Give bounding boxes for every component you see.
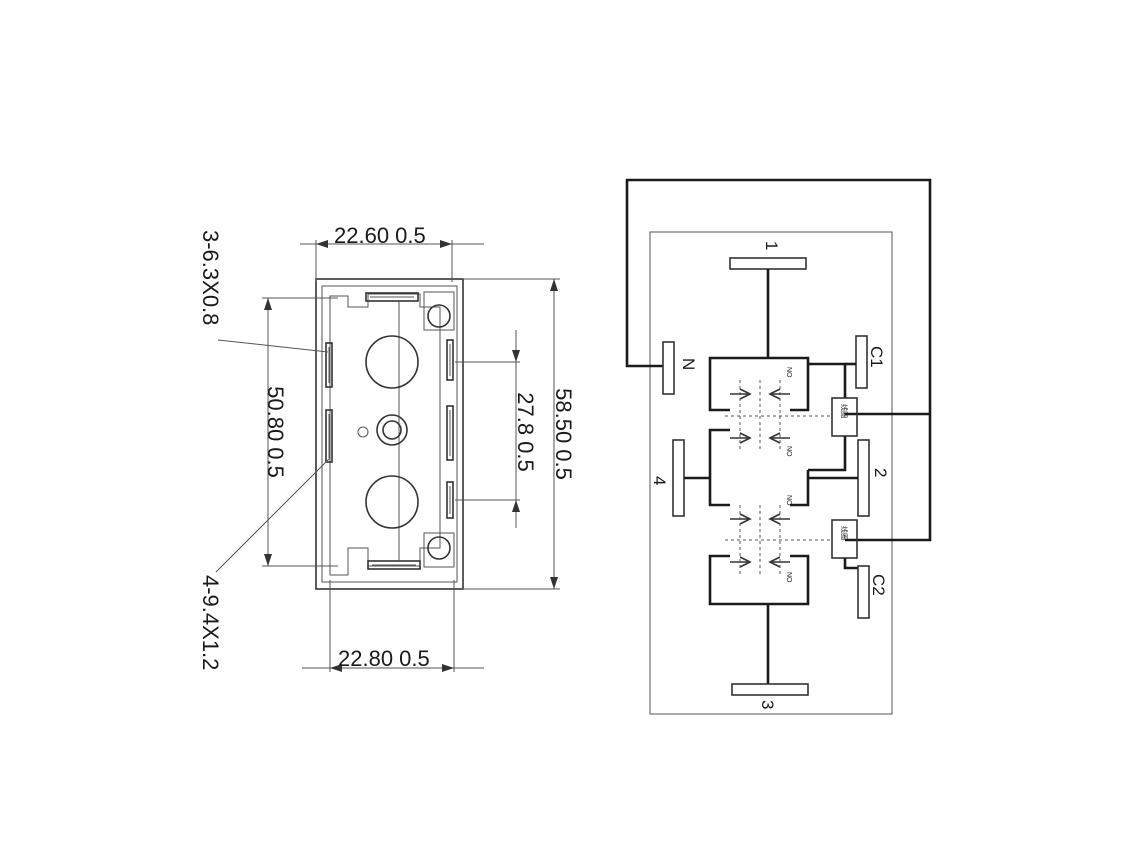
enclosure-outline (649, 231, 893, 715)
bottom-width-dim: 22.80 0.5 (338, 646, 430, 671)
coil-2-label: 线圈 (840, 526, 849, 540)
terminal-3-label: 3 (758, 700, 777, 709)
bottom-right-pin (427, 536, 451, 560)
coil-1-label: 线圈 (840, 404, 849, 418)
terminal-2-bar (857, 439, 870, 517)
upper-hole (365, 335, 419, 389)
terminal-c2-bar (857, 565, 870, 619)
large-terminal-label: 4-9.4X1.2 (198, 575, 223, 670)
left-slot-upper (325, 342, 333, 388)
contact-4-label: NO (785, 572, 792, 583)
bottom-slot (367, 560, 421, 570)
inner-frame (329, 293, 441, 576)
terminal-n-bar (662, 341, 675, 395)
terminal-n-label: N (679, 358, 698, 370)
contact-3-label: NO (785, 495, 792, 506)
terminal-c1-label: C1 (867, 346, 886, 368)
inner-height-dim: 50.80 0.5 (263, 386, 288, 478)
right-slot-3 (446, 481, 454, 519)
terminal-1-bar (729, 257, 807, 270)
outer-height-dim: 58.50 0.5 (551, 388, 576, 480)
wiring-schematic: 1 N C1 线圈 NO NO 4 2 (625, 178, 932, 715)
top-slot (365, 292, 419, 302)
right-slot-2 (446, 405, 454, 461)
bottom-right-post (423, 532, 455, 568)
terminal-1-label: 1 (762, 241, 781, 250)
terminal-2-label: 2 (871, 468, 890, 477)
small-terminal-label: 3-6.3X0.8 (198, 230, 223, 325)
terminal-c1-bar (855, 335, 868, 389)
terminal-3-bar (731, 683, 809, 696)
right-slot-1 (446, 339, 454, 381)
contact-1-label: NO (785, 367, 792, 378)
outer-body (315, 278, 464, 590)
lower-hole (365, 475, 419, 529)
top-right-post (423, 291, 455, 331)
terminal-c2-label: C2 (869, 574, 888, 596)
mechanical-drawing: 22.60 0.5 22.80 0.5 50.80 0.5 58.50 0.5 … (198, 223, 576, 672)
top-width-dim: 22.60 0.5 (334, 223, 426, 248)
terminal-4-label: 4 (650, 476, 669, 485)
slot-spacing-dim: 27.8 0.5 (513, 392, 538, 472)
center-boss (376, 414, 408, 446)
top-right-pin (427, 304, 451, 328)
inner-body (321, 285, 458, 583)
outer-wire-loop (625, 178, 932, 542)
contact-2-label: NO (785, 446, 792, 457)
terminal-4-bar (672, 439, 685, 517)
left-slot-lower (325, 409, 333, 463)
